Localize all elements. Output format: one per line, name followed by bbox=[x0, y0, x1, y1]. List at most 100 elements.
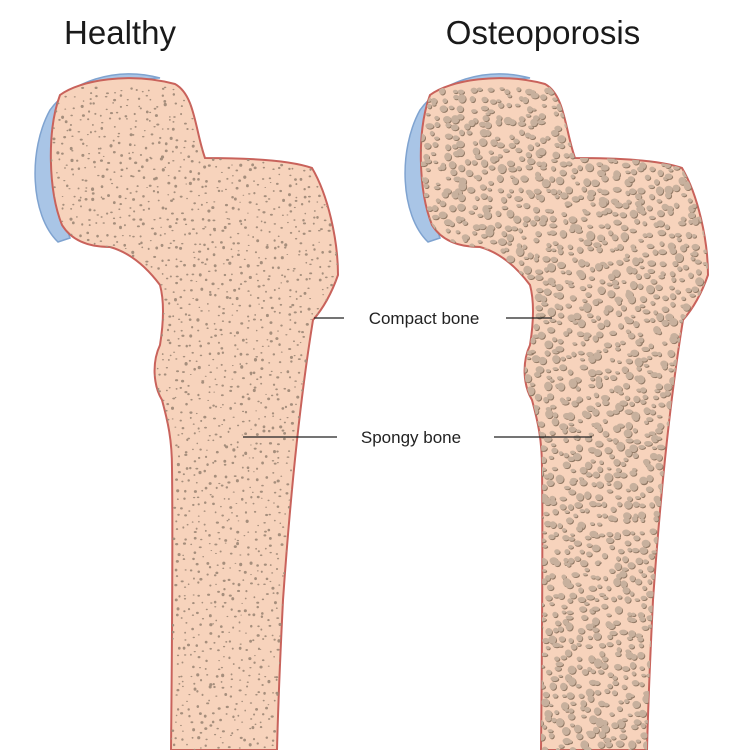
pore bbox=[133, 144, 136, 147]
pore bbox=[337, 436, 338, 439]
pore bbox=[62, 746, 66, 750]
pore bbox=[151, 383, 155, 387]
pore-shadow bbox=[699, 195, 705, 201]
pore bbox=[568, 251, 574, 255]
pore bbox=[81, 277, 85, 280]
pore-shadow bbox=[414, 271, 418, 275]
pore bbox=[232, 491, 235, 493]
pore bbox=[77, 271, 81, 274]
pore bbox=[252, 502, 255, 505]
pore bbox=[124, 743, 127, 746]
pore bbox=[252, 318, 256, 321]
pore bbox=[168, 116, 171, 118]
pore bbox=[42, 443, 45, 446]
pore bbox=[282, 575, 284, 577]
pore bbox=[343, 649, 345, 651]
pore bbox=[147, 207, 151, 210]
pore bbox=[407, 299, 413, 306]
pore bbox=[335, 142, 338, 145]
pore bbox=[256, 634, 260, 637]
pore bbox=[248, 168, 252, 172]
pore bbox=[654, 95, 659, 99]
pore bbox=[83, 303, 86, 305]
pore bbox=[161, 710, 165, 713]
pore bbox=[273, 730, 277, 733]
pore bbox=[188, 359, 192, 362]
pore bbox=[189, 334, 193, 338]
pore bbox=[126, 467, 130, 470]
pore bbox=[323, 420, 327, 423]
pore bbox=[319, 478, 321, 480]
pore bbox=[154, 307, 157, 310]
pore bbox=[100, 419, 103, 421]
pore bbox=[294, 178, 297, 181]
pore bbox=[345, 729, 347, 731]
pore bbox=[457, 94, 466, 103]
pore bbox=[256, 183, 260, 186]
pore bbox=[471, 160, 478, 165]
pore bbox=[94, 86, 98, 89]
pore bbox=[296, 534, 299, 537]
pore bbox=[104, 689, 108, 692]
pore bbox=[293, 311, 297, 314]
pore bbox=[450, 124, 459, 131]
pore bbox=[81, 398, 84, 401]
pore-shadow bbox=[630, 114, 638, 120]
pore bbox=[568, 228, 575, 233]
pore bbox=[311, 633, 315, 635]
pore-shadow bbox=[409, 299, 416, 304]
pore bbox=[310, 258, 314, 261]
pore bbox=[302, 672, 305, 675]
pore bbox=[97, 627, 100, 630]
pore bbox=[238, 287, 241, 290]
pore bbox=[134, 731, 138, 734]
pore bbox=[247, 96, 250, 98]
pore bbox=[92, 471, 96, 474]
pore bbox=[218, 660, 221, 662]
pore bbox=[79, 138, 83, 141]
pore bbox=[302, 98, 305, 100]
pore bbox=[225, 295, 229, 299]
pore bbox=[255, 442, 258, 445]
pore bbox=[263, 691, 266, 695]
pore bbox=[218, 135, 221, 138]
pore-shadow bbox=[410, 241, 415, 246]
pore bbox=[155, 246, 159, 250]
pore bbox=[105, 108, 108, 111]
pore bbox=[70, 168, 74, 171]
pore bbox=[89, 484, 92, 487]
pore bbox=[546, 188, 551, 193]
pore bbox=[84, 288, 88, 291]
pore bbox=[514, 283, 522, 289]
pore bbox=[301, 467, 305, 470]
pore bbox=[211, 158, 215, 161]
pore bbox=[633, 100, 640, 106]
pore bbox=[344, 202, 346, 204]
pore bbox=[617, 243, 624, 250]
pore bbox=[195, 527, 198, 530]
pore bbox=[109, 394, 112, 398]
pore bbox=[288, 706, 292, 709]
pore bbox=[152, 168, 156, 171]
pore bbox=[520, 288, 527, 292]
pore-shadow bbox=[574, 84, 583, 94]
pore bbox=[183, 263, 186, 267]
pore bbox=[515, 147, 522, 153]
pore bbox=[96, 675, 100, 677]
pore bbox=[167, 161, 170, 165]
pore bbox=[164, 149, 168, 153]
pore bbox=[73, 320, 76, 322]
pore bbox=[175, 528, 179, 531]
pore bbox=[191, 128, 194, 131]
pore bbox=[431, 102, 436, 106]
pore bbox=[269, 181, 272, 184]
pore bbox=[254, 313, 257, 316]
pore bbox=[534, 175, 543, 181]
pore bbox=[71, 578, 74, 581]
pore bbox=[243, 609, 247, 613]
pore bbox=[100, 433, 105, 436]
pore bbox=[433, 261, 439, 266]
pore bbox=[456, 272, 464, 279]
pore bbox=[240, 222, 243, 226]
pore bbox=[50, 626, 52, 630]
